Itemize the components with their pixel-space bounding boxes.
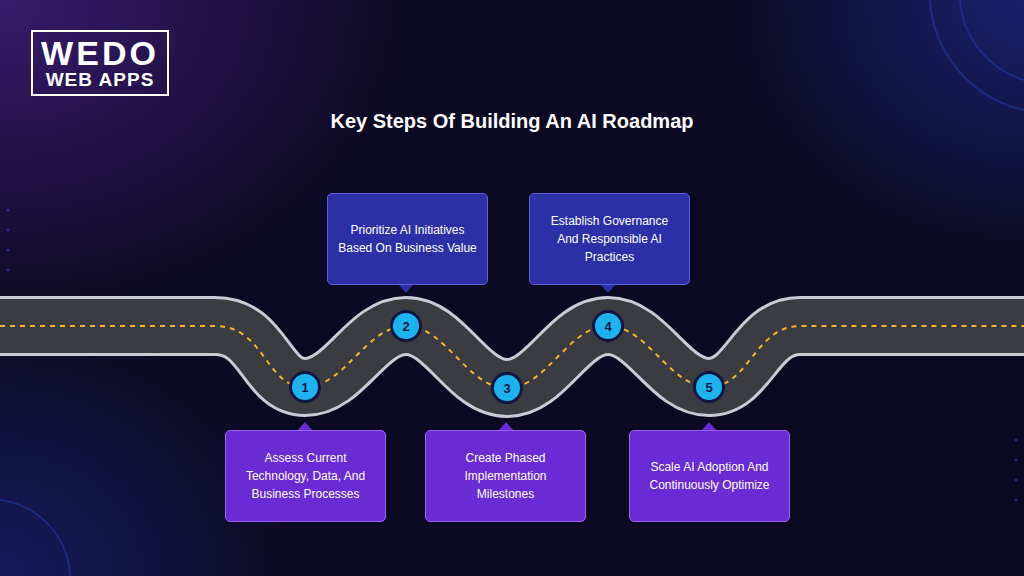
node-text: Scale AI Adoption And Continuously Optim…: [640, 458, 779, 494]
diagram-title: Key Steps Of Building An AI Roadmap: [0, 110, 1024, 133]
node-text: WEB APPS: [46, 70, 155, 90]
callout-number: 2: [402, 319, 409, 334]
logo-box: WEDOWEB APPS: [31, 30, 169, 96]
node-text: Create Phased Implementation Milestones: [436, 449, 575, 503]
callout-number: 3: [503, 381, 510, 396]
step-number: 4: [592, 310, 624, 342]
callout-number: 1: [301, 380, 308, 395]
node-text: Establish Governance And Responsible AI …: [540, 212, 679, 266]
step-number: 5: [693, 371, 725, 403]
step-box: Prioritize AI Initiatives Based On Busin…: [327, 193, 488, 285]
step-box: Scale AI Adoption And Continuously Optim…: [629, 430, 790, 522]
step-box: Create Phased Implementation Milestones: [425, 430, 586, 522]
node-text: Prioritize AI Initiatives Based On Busin…: [338, 221, 477, 257]
node-text: Assess Current Technology, Data, And Bus…: [236, 449, 375, 503]
node-text: WEDO: [41, 36, 159, 70]
step-number: 3: [491, 372, 523, 404]
callout-number: 5: [705, 380, 712, 395]
step-box: Establish Governance And Responsible AI …: [529, 193, 690, 285]
callout-number: 4: [604, 319, 611, 334]
step-box: Assess Current Technology, Data, And Bus…: [225, 430, 386, 522]
step-number: 1: [289, 371, 321, 403]
step-number: 2: [390, 310, 422, 342]
